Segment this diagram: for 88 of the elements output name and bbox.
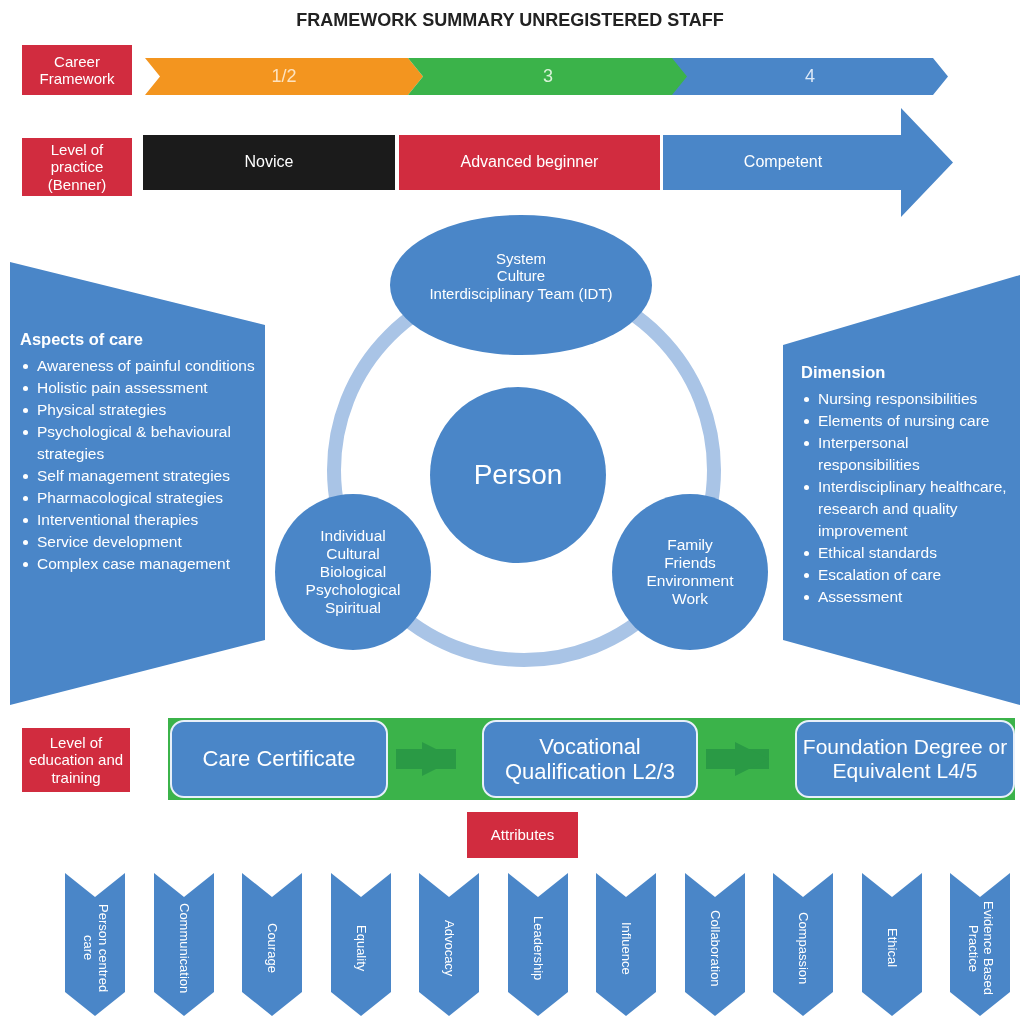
attribute-banner	[596, 873, 656, 1016]
node-label: Care Certificate	[202, 746, 356, 772]
attribute-label: Collaboration	[707, 909, 722, 987]
node-label: Psychological	[305, 580, 401, 599]
stage-banner	[672, 58, 948, 95]
attribute-label: Equality	[353, 924, 368, 972]
node-label: Novice	[244, 153, 294, 172]
level-bar	[399, 135, 660, 190]
attribute-label: Evidence Based Practice	[965, 900, 995, 997]
dimension-panel	[783, 275, 1020, 705]
attribute-banner	[419, 873, 479, 1016]
bullet-item: Escalation of care	[818, 564, 942, 585]
context-circle	[275, 494, 431, 650]
flow-arrow	[706, 742, 769, 776]
flow-arrow	[396, 742, 456, 776]
node-label: Family	[667, 536, 713, 555]
bullet-item: Psychological & behavioural strategies	[37, 421, 232, 464]
node-label: Environment	[646, 572, 734, 590]
node-label: Advanced beginner	[460, 153, 599, 172]
bullet-item: Interdisciplinary healthcare, research and quality improvement	[818, 476, 1008, 541]
bullet-item: Elements of nursing care	[818, 410, 990, 431]
node-label: Vocational Qualification L2/3	[504, 733, 676, 785]
attribute-label: Person centred care	[80, 902, 110, 995]
attribute-label: Advocacy	[441, 919, 457, 977]
node-label: Spiritual	[325, 598, 381, 617]
bullet-item: Interpersonal responsibilities	[818, 432, 921, 475]
level-bar	[143, 135, 395, 190]
qualification-box	[170, 720, 388, 798]
context-circle	[612, 494, 768, 650]
bullet-item: Interventional therapies	[37, 509, 199, 530]
bullet-item: Self management strategies	[37, 465, 230, 486]
bullet-item: Complex case management	[37, 553, 230, 574]
attribute-banner	[330, 873, 391, 1016]
attribute-label: Communication	[176, 902, 191, 994]
title: FRAMEWORK SUMMARY UNREGISTERED STAFF	[295, 10, 725, 31]
node-label: Individual	[320, 527, 386, 546]
attribute-banner	[861, 873, 922, 1016]
attribute-banner	[950, 873, 1010, 1016]
attribute-label: Compassion	[795, 911, 811, 985]
attribute-banner	[65, 873, 125, 1016]
qualification-box	[795, 720, 1015, 798]
level-arrow	[663, 108, 953, 217]
node-label: Level of education and training	[27, 734, 125, 786]
node-label: Level of practice (Benner)	[46, 141, 108, 193]
attribute-label: Ethical	[884, 928, 899, 968]
node-label: Interdisciplinary Team (IDT)	[429, 284, 613, 302]
bullet-item: Nursing responsibilities	[818, 388, 978, 409]
qualification-box	[482, 720, 698, 798]
panel-heading: Aspects of care	[20, 330, 144, 349]
context-ellipse	[390, 215, 652, 355]
row-label	[22, 728, 130, 792]
node-label: Biological	[319, 563, 387, 581]
bullet-item: Pharmacological strategies	[37, 487, 224, 508]
node-label: Cultural	[326, 545, 380, 564]
bullet-item: Ethical standards	[818, 542, 937, 563]
node-label: 4	[805, 66, 815, 87]
attribute-label: Influence	[618, 921, 634, 975]
attribute-banner	[153, 873, 214, 1016]
attribute-label: Leadership	[530, 915, 545, 981]
bullet-item: Awareness of painful conditions	[37, 355, 255, 376]
bullet-item: Physical strategies	[37, 399, 167, 420]
attribute-banner	[684, 873, 745, 1016]
node-label: System	[496, 250, 546, 268]
bullet-item: Service development	[37, 531, 182, 552]
bullet-item: Holistic pain assessment	[37, 377, 208, 398]
node-label: Competent	[743, 153, 823, 172]
row-label	[467, 812, 578, 858]
node-label: Career Framework	[38, 52, 116, 88]
node-label: Friends	[664, 554, 716, 572]
node-label: Work	[672, 589, 708, 608]
node-label: 3	[543, 66, 553, 87]
stage-banner	[408, 58, 688, 95]
stage-banner	[145, 58, 423, 95]
node-label: 1/2	[271, 66, 297, 87]
attribute-banner	[507, 873, 568, 1016]
node-label: Person	[473, 458, 563, 492]
attribute-banner	[242, 873, 302, 1016]
node-label: Foundation Degree or Equivalent L4/5	[801, 734, 1009, 784]
row-label	[22, 138, 132, 196]
bullet-item: Assessment	[818, 586, 903, 607]
row-label	[22, 45, 132, 95]
panel-heading: Dimension	[801, 363, 887, 382]
attribute-banner	[773, 873, 833, 1016]
aspects-panel	[10, 262, 265, 705]
person-circle	[430, 387, 606, 563]
node-label: Culture	[496, 267, 546, 285]
node-label: Attributes	[490, 826, 555, 844]
attribute-label: Courage	[264, 923, 280, 973]
